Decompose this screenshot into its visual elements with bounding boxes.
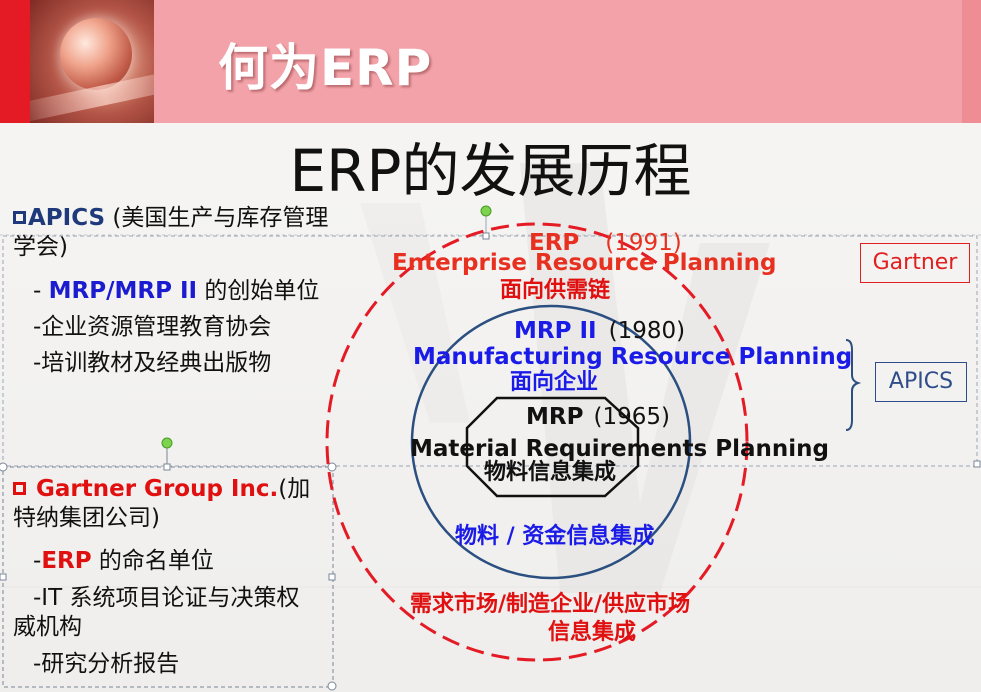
background-decoration [0, 163, 981, 593]
gartner-subtitle-line2: 特纳集团公司) [13, 505, 160, 531]
apics-item-2: -企业资源管理教育协会 [33, 314, 272, 340]
apics-item-1-prefix: - [33, 278, 49, 304]
header-accent-bar [0, 0, 30, 123]
mrp2-label: MRP II (1980) [514, 320, 685, 343]
mrp2-scope-label: 物料 / 资金信息集成 [455, 524, 655, 549]
resize-handle-top-mid[interactable] [482, 232, 490, 240]
apics-brace [845, 339, 862, 431]
header-globe-image [30, 0, 154, 123]
rotate-handle-top[interactable] [480, 205, 492, 217]
gartner-item-1-bold: ERP [41, 548, 92, 574]
resize-handle-gartner-mr[interactable] [328, 573, 336, 581]
apics-item-1: - MRP/MRP II 的创始单位 [33, 280, 319, 303]
header-band [0, 0, 981, 123]
erp-label: ERP (1991) [529, 232, 682, 255]
resize-handle-gartner-br[interactable] [327, 681, 337, 691]
gartner-subtitle-line1: (加 [278, 476, 311, 502]
apics-box: APICS [875, 362, 967, 402]
erp-acronym: ERP [529, 230, 580, 256]
mrp-label: MRP (1965) [526, 406, 670, 429]
erp-full-name: Enterprise Resource Planning [392, 250, 777, 276]
mrp2-focus: 面向企业 [510, 370, 599, 395]
mrp-scope-octagon [465, 396, 640, 498]
erp-scope-circle [325, 222, 749, 662]
resize-handle-right[interactable] [973, 460, 981, 468]
mrp2-scope-circle [410, 304, 692, 580]
gartner-box: Gartner [860, 243, 970, 283]
mrp-acronym: MRP [526, 404, 584, 430]
mrp-focus: 物料信息集成 [484, 460, 617, 485]
mrp-year: (1965) [593, 404, 670, 430]
apics-heading: APICS (美国生产与库存管理 [13, 207, 328, 230]
apics-item-3: -培训教材及经典出版物 [33, 350, 272, 376]
resize-handle-gartner-tl[interactable] [0, 462, 8, 472]
gartner-heading: Gartner Group Inc.(加 [13, 478, 310, 501]
mrp-full-name: Material Requirements Planning [410, 436, 829, 462]
main-title: ERP的发展历程 [289, 137, 692, 205]
mrp2-year: (1980) [608, 318, 686, 344]
textbox-outline-top [2, 235, 978, 467]
resize-handle-gartner-ml[interactable] [0, 573, 7, 581]
apics-item-1-rest: 的创始单位 [197, 278, 320, 304]
gartner-title: Gartner Group Inc. [36, 476, 279, 502]
erp-focus: 面向供需链 [500, 278, 611, 303]
erp-scope-label-line1: 需求市场/制造企业/供应市场 [410, 592, 691, 617]
apics-title: APICS [28, 205, 106, 231]
header-right-strip [962, 0, 981, 123]
apics-subtitle-line2: 学会) [13, 234, 68, 260]
gartner-item-1-rest: 的命名单位 [91, 548, 214, 574]
apics-subtitle-line1: (美国生产与库存管理 [105, 205, 329, 231]
slide-header-title: 何为ERP [218, 39, 433, 97]
gartner-item-3: -研究分析报告 [33, 651, 180, 677]
mrp2-acronym: MRP II [514, 318, 597, 344]
gartner-item-1: -ERP 的命名单位 [33, 550, 214, 573]
gartner-item-1-prefix: - [33, 548, 42, 574]
bullet-square-icon [13, 211, 26, 224]
apics-item-1-bold: MRP/MRP II [48, 278, 198, 304]
rotate-handle-gartner[interactable] [161, 437, 173, 449]
mrp2-full-name: Manufacturing Resource Planning [413, 344, 853, 370]
resize-handle-gartner-tm[interactable] [163, 463, 171, 471]
gartner-item-2-line2: 威机构 [13, 614, 82, 640]
gartner-item-2-line1: -IT 系统项目论证与决策权 [33, 585, 300, 611]
erp-year: (1991) [605, 230, 682, 256]
erp-scope-label-line2: 信息集成 [548, 620, 637, 645]
resize-handle-gartner-tr[interactable] [327, 462, 337, 472]
bullet-square-icon [13, 482, 26, 495]
